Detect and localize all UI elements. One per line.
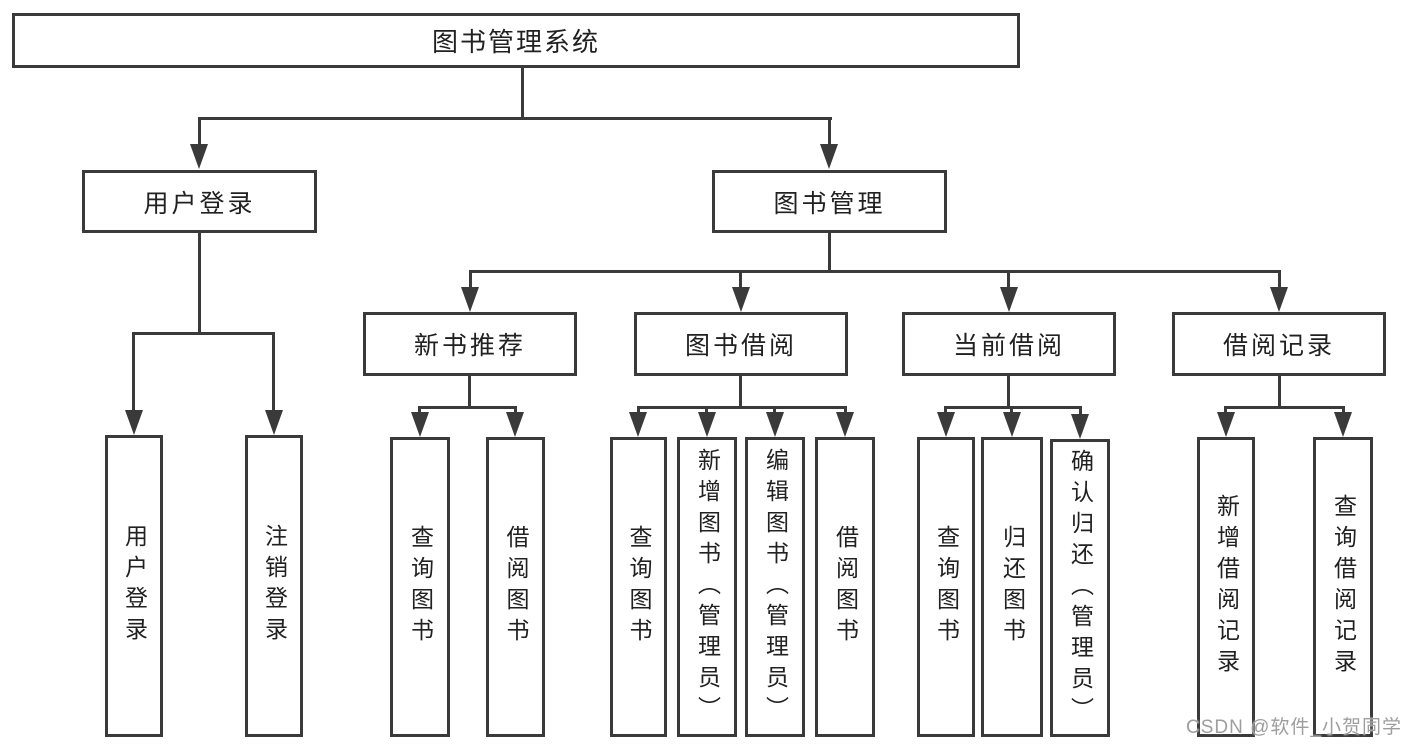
- connector-drop-bb-borrow: [844, 406, 847, 414]
- connector-user-login-stub: [198, 233, 201, 334]
- connector-drop-book-management: [828, 117, 831, 145]
- arrowhead-br-query: [1334, 412, 1352, 437]
- csdn-watermark: CSDN @软件_小贺同学: [1186, 717, 1402, 738]
- leaf-cb-query-books-label: 查询图书: [933, 525, 960, 649]
- leaf-br-add-record-label: 新增借阅记录: [1213, 494, 1240, 680]
- connector-drop-br-add: [1224, 406, 1227, 414]
- arrowhead-cb-confirm: [1071, 414, 1089, 439]
- connector-nbr-hline: [418, 406, 517, 409]
- leaf-nbr-query-books: 查询图书: [390, 437, 450, 737]
- arrowhead-new-book-recommend: [461, 287, 479, 312]
- leaf-logout-label: 注销登录: [261, 524, 288, 648]
- leaf-cb-query-books: 查询图书: [917, 437, 975, 737]
- connector-book-management-stub: [828, 233, 831, 273]
- connector-user-login-hline: [132, 332, 275, 335]
- connector-cb-stub: [1007, 376, 1010, 408]
- leaf-cb-confirm-return-label: 确认归还（管理员）: [1067, 448, 1094, 728]
- connector-drop-nbr-query: [418, 406, 421, 414]
- arrowhead-br-add: [1217, 412, 1235, 437]
- leaf-bb-edit-books-label: 编辑图书（管理员）: [762, 447, 789, 727]
- leaf-bb-add-books: 新增图书（管理员）: [677, 437, 737, 737]
- node-borrowing-records: 借阅记录: [1172, 312, 1386, 376]
- arrowhead-bb-edit: [766, 412, 784, 437]
- arrowhead-bb-query: [629, 412, 647, 437]
- arrowhead-cb-query: [937, 412, 955, 437]
- node-new-book-recommend-label: 新书推荐: [413, 332, 526, 360]
- leaf-br-add-record: 新增借阅记录: [1197, 437, 1255, 737]
- connector-root-stub: [521, 67, 524, 120]
- connector-root-hline: [198, 117, 832, 120]
- node-root: 图书管理系统: [12, 13, 1020, 68]
- leaf-logout: 注销登录: [245, 435, 303, 737]
- arrowhead-leaf-logout: [265, 410, 283, 435]
- leaf-bb-borrow-books-label: 借阅图书: [832, 525, 859, 649]
- connector-drop-cb-return: [1010, 406, 1013, 414]
- connector-br-stub: [1278, 376, 1281, 408]
- leaf-bb-add-books-label: 新增图书（管理员）: [694, 447, 721, 727]
- arrowhead-bb-add: [698, 412, 716, 437]
- connector-drop-cb-confirm: [1079, 406, 1082, 414]
- arrowhead-cb-return: [1003, 412, 1021, 437]
- arrowhead-current-borrowing: [1000, 287, 1018, 312]
- arrowhead-borrowing-records: [1270, 287, 1288, 312]
- arrowhead-user-login: [190, 144, 208, 169]
- connector-drop-bb-edit: [773, 406, 776, 414]
- arrowhead-nbr-borrow: [506, 412, 524, 437]
- leaf-bb-borrow-books: 借阅图书: [815, 437, 875, 737]
- connector-drop-bb-query: [637, 406, 640, 414]
- connector-cb-hline: [944, 406, 1082, 409]
- connector-nbr-stub: [468, 376, 471, 408]
- leaf-user-login: 用户登录: [105, 435, 163, 737]
- connector-drop-leaf-user-login: [132, 332, 135, 412]
- leaf-bb-query-books-label: 查询图书: [626, 525, 652, 649]
- connector-drop-new-book-recommend: [469, 270, 472, 290]
- connector-drop-cb-query: [944, 406, 947, 414]
- connector-drop-user-login: [198, 117, 201, 145]
- arrowhead-book-management: [820, 144, 838, 169]
- leaf-nbr-query-books-label: 查询图书: [407, 525, 434, 649]
- node-borrowing-records-label: 借阅记录: [1222, 332, 1335, 360]
- leaf-cb-confirm-return: 确认归还（管理员）: [1050, 439, 1110, 737]
- connector-drop-nbr-borrow: [514, 406, 517, 414]
- connector-bb-hline: [637, 406, 847, 409]
- connector-drop-leaf-logout: [272, 332, 275, 412]
- arrowhead-leaf-user-login: [125, 410, 143, 435]
- node-book-management: 图书管理: [712, 170, 947, 233]
- node-user-login: 用户登录: [82, 170, 317, 233]
- leaf-br-query-record-label: 查询借阅记录: [1330, 494, 1357, 680]
- leaf-cb-return-books-label: 归还图书: [999, 525, 1026, 649]
- node-book-borrowing-label: 图书借阅: [684, 332, 797, 360]
- leaf-cb-return-books: 归还图书: [981, 437, 1043, 737]
- node-book-management-label: 图书管理: [773, 189, 886, 218]
- leaf-bb-query-books: 查询图书: [610, 437, 667, 737]
- arrowhead-book-borrowing: [732, 287, 750, 312]
- leaf-nbr-borrow-books: 借阅图书: [486, 437, 545, 737]
- node-new-book-recommend: 新书推荐: [363, 312, 577, 376]
- connector-br-hline: [1224, 406, 1345, 409]
- leaf-bb-edit-books: 编辑图书（管理员）: [745, 437, 805, 737]
- connector-drop-borrowing-records: [1278, 270, 1281, 290]
- node-book-borrowing: 图书借阅: [634, 312, 848, 376]
- connector-book-management-hline: [469, 270, 1281, 273]
- arrowhead-bb-borrow: [836, 412, 854, 437]
- connector-bb-stub: [739, 376, 742, 408]
- leaf-nbr-borrow-books-label: 借阅图书: [503, 525, 529, 649]
- connector-drop-book-borrowing: [739, 270, 742, 290]
- connector-drop-bb-add: [705, 406, 708, 414]
- node-current-borrowing: 当前借阅: [902, 312, 1116, 376]
- leaf-br-query-record: 查询借阅记录: [1313, 437, 1373, 737]
- node-user-login-label: 用户登录: [143, 189, 256, 218]
- node-root-label: 图书管理系统: [431, 27, 600, 57]
- node-current-borrowing-label: 当前借阅: [952, 332, 1065, 360]
- arrowhead-nbr-query: [411, 412, 429, 437]
- connector-drop-br-query: [1342, 406, 1345, 414]
- leaf-user-login-label: 用户登录: [121, 524, 148, 648]
- connector-drop-current-borrowing: [1007, 270, 1010, 290]
